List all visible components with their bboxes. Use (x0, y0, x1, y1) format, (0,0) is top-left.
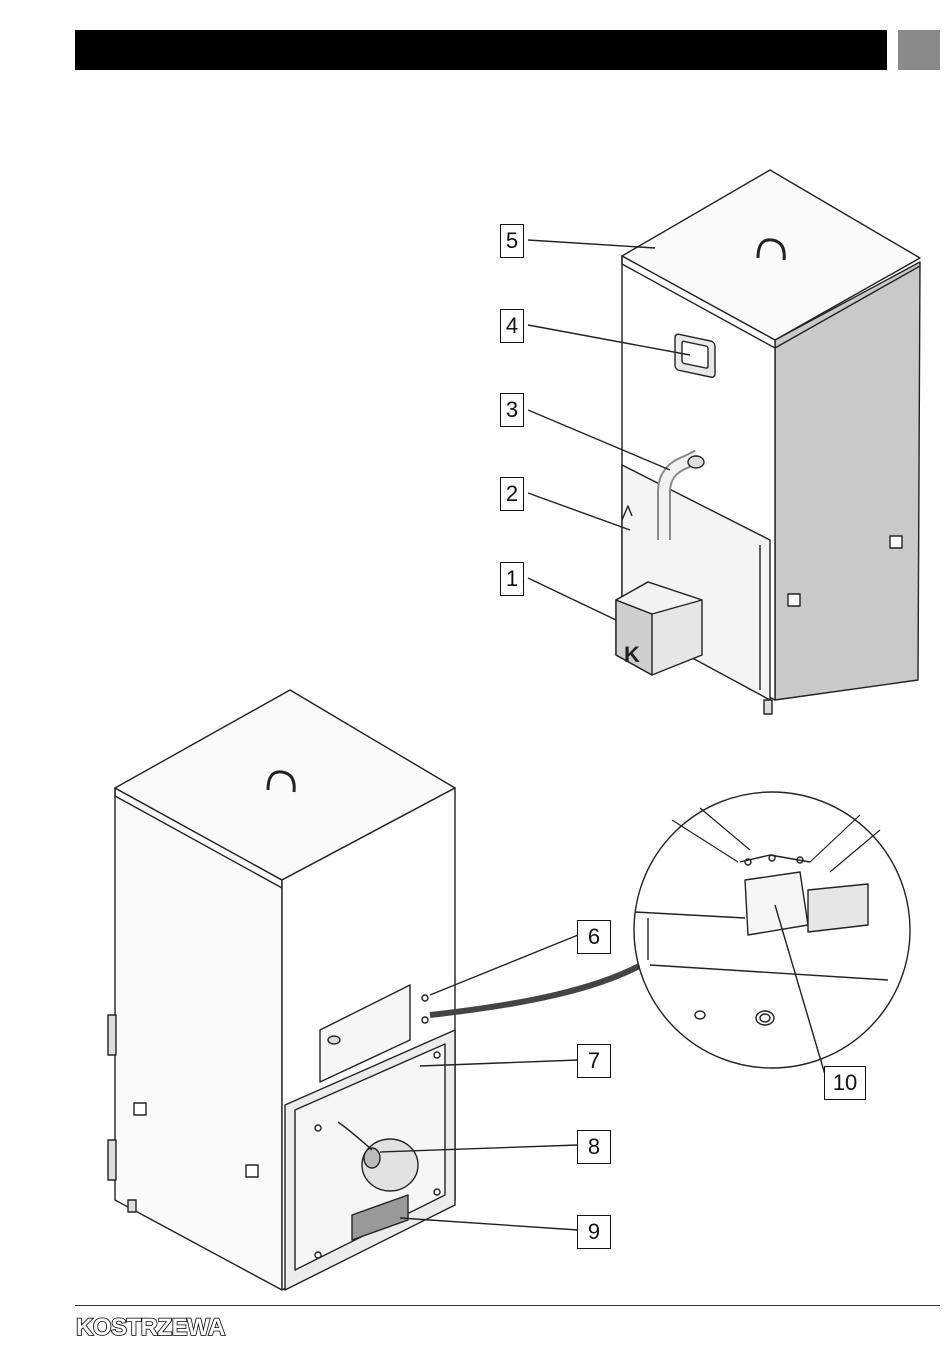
bottom-boiler-illustration (108, 690, 650, 1290)
callout-8: 8 (577, 1130, 611, 1164)
callout-7: 7 (577, 1044, 611, 1078)
callout-4: 4 (500, 309, 524, 343)
callout-5: 5 (500, 224, 524, 258)
top-boiler-illustration: K (616, 170, 920, 714)
svg-text:K: K (624, 642, 640, 667)
brand-logo-text: KOSTRZEWA (76, 1314, 225, 1341)
callout-1: 1 (500, 562, 524, 596)
callout-3: 3 (500, 393, 524, 427)
detail-zoom (634, 792, 910, 1068)
brand-logo: KOSTRZEWA (76, 1314, 225, 1342)
callout-10: 10 (824, 1066, 866, 1100)
callout-2: 2 (500, 477, 524, 511)
footer-rule (75, 1305, 940, 1306)
callout-9: 9 (577, 1215, 611, 1249)
callout-6: 6 (577, 920, 611, 954)
